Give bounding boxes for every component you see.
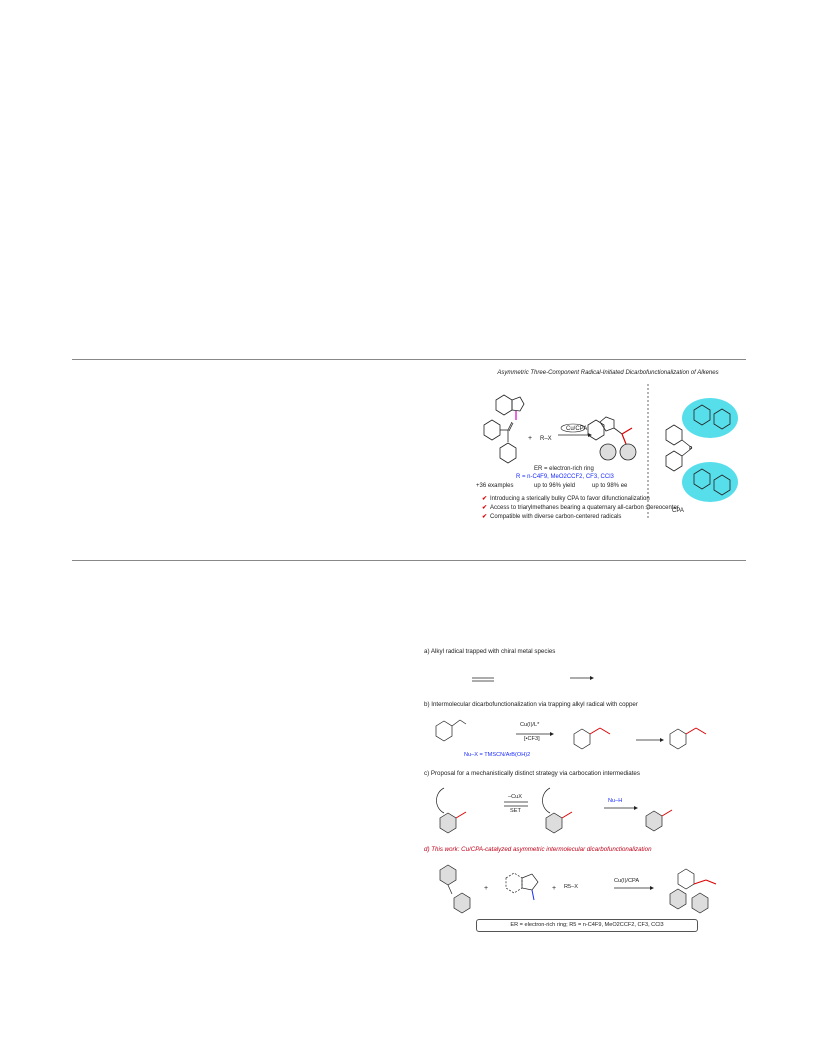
bottom-rule [72,560,746,561]
d-definition-box: ER = electron-rich ring; R5 = n-C4F9, Me… [476,919,698,932]
check-icon: ✔ [482,496,488,502]
feature-2: ✔Access to triarylmethanes bearing a qua… [482,505,679,511]
b-nux-definition: Nu–X = TMSCN/ArB(OH)2 [464,752,531,758]
scheme-a-title: a) Alkyl radical trapped with chiral met… [424,648,556,655]
indole-substrate-icon [495,394,525,420]
stat-ee: up to 98% ee [592,483,628,489]
toc-graphic: Asymmetric Three-Component Radical-Initi… [476,370,740,530]
cpa-label: CPA [672,508,684,514]
check-icon: ✔ [482,505,488,511]
scheme-d-title: d) This work: Cu/CPA-catalyzed asymmetri… [424,846,652,853]
stat-examples: +36 examples [476,483,514,489]
b-cf3-radical: [•CF3] [524,736,540,742]
cpa-catalyst-icon: P [665,398,738,502]
toc-structures: + R–X [483,384,738,520]
scheme-b-title: b) Intermolecular dicarbofunctionalizati… [424,701,638,708]
r-definition: R = n-C4F9, MeO2CCF2, CF3, CCl3 [516,474,614,480]
reaction-scheme: a) Alkyl radical trapped with chiral met… [424,648,746,938]
product-icon [587,416,637,461]
c-nuh: Nu–H [608,798,623,804]
er-definition: ER = electron-rich ring [534,466,594,472]
c-set: SET [510,808,521,814]
rx-label: R–X [540,436,552,442]
top-rule [72,359,746,360]
c-cux: –CuX [508,794,522,800]
check-icon: ✔ [482,514,488,520]
svg-text:+: + [484,885,488,892]
svg-text:+: + [528,435,532,442]
b-condition: Cu(I)/L* [520,722,540,728]
d-condition: Cu(I)/CPA [614,878,640,884]
svg-text:P: P [689,446,693,452]
feature-3: ✔Compatible with diverse carbon-centered… [482,514,622,520]
svg-text:+: + [552,885,556,892]
reagents-label: Cu/CPA [566,426,588,432]
feature-1: ✔Introducing a sterically bulky CPA to f… [482,496,650,502]
scheme-structures: + + [435,676,717,914]
d-r5x: R5–X [564,884,578,890]
stat-yield: up to 96% yield [534,483,576,489]
alkene-substrate-icon [483,419,517,464]
scheme-c-title: c) Proposal for a mechanistically distin… [424,770,640,777]
toc-title: Asymmetric Three-Component Radical-Initi… [497,370,719,376]
